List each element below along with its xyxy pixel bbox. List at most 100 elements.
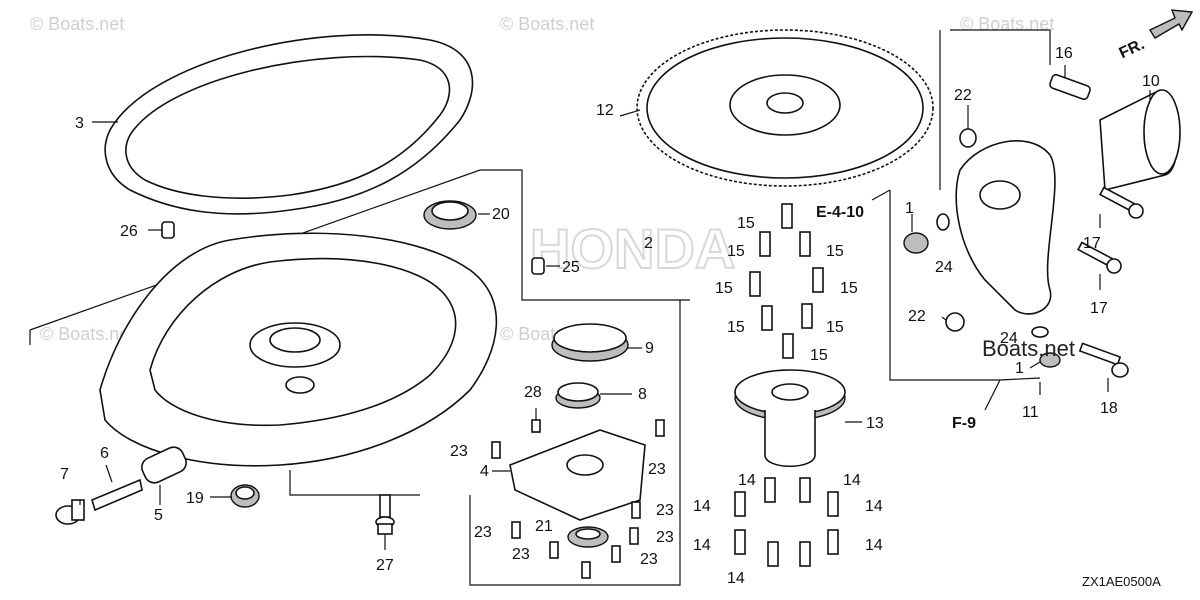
callout-27: 27 [376,557,394,574]
bolt-18 [1078,342,1129,378]
brand-watermark: HONDA [530,217,735,280]
diagram-code: ZX1AE0500A [1082,574,1161,589]
watermark-top-right: © Boats.net [960,14,1054,34]
callout-22: 22 [954,87,972,104]
callout-8: 8 [638,386,647,403]
filter-base-part [955,140,1056,315]
arrow-right-icon [1148,9,1194,39]
direction-label: FR. [1117,36,1148,62]
callout-1: 1 [905,200,914,217]
callout-3: 3 [75,115,84,132]
callout-12: 12 [596,102,614,119]
pump-box [469,300,681,586]
reference-f-9: F-9 [952,415,976,432]
callout-16: 16 [1055,45,1073,62]
plug-1-top [903,232,929,254]
seal-21-part [567,526,609,548]
filter-box-top [950,29,1051,65]
callout-14: 14 [865,498,883,515]
bolt-17-top [1099,186,1144,219]
callout-15: 15 [826,319,844,336]
case-box-top [29,169,690,331]
callout-14: 14 [693,537,711,554]
callout-11: 11 [1022,404,1039,421]
watermark-mid-left: © Boats.net [40,324,134,344]
callout-15: 15 [715,280,733,297]
dowel-pin-25 [531,257,545,275]
inner-rotor-part [555,382,601,409]
gasket-part [104,34,474,215]
callout-21: 21 [535,518,553,535]
callout-18: 18 [1100,400,1118,417]
callout-14: 14 [727,570,745,587]
callout-15: 15 [727,319,745,336]
watermark-top-center: © Boats.net [500,14,594,34]
front-direction-indicator: FR. [1117,9,1194,62]
callout-24: 24 [1000,330,1018,347]
reference-e-4-10: E-4-10 [816,204,864,221]
callout-25: 25 [562,259,580,276]
callout-10: 10 [1142,73,1160,90]
callout-14: 14 [738,472,756,489]
callout-23: 23 [640,551,658,568]
oil-seal-part [423,200,477,230]
callout-17: 17 [1090,300,1108,317]
dowel-pin-26 [161,221,175,239]
pump-screws-23 [491,419,665,579]
flywheel-part [636,29,934,187]
callout-17: 17 [1083,235,1101,252]
callout-22: 22 [908,308,926,325]
callout-1: 1 [1015,360,1024,377]
callout-23: 23 [648,461,666,478]
callout-26: 26 [120,223,138,240]
filter-box-left [889,190,1041,381]
case-box-bottom [289,470,420,496]
callout-2: 2 [644,235,653,252]
callout-23: 23 [474,524,492,541]
coupler-part [734,369,846,467]
pump-cover-part [509,429,646,521]
callout-15: 15 [727,243,745,260]
o-ring-22-top [959,128,977,148]
callout-23: 23 [450,443,468,460]
callouts: 1 1 2 3 4 5 6 7 8 9 10 11 12 13 14 14 14… [60,45,1160,587]
callout-5: 5 [154,507,163,524]
washer-24-top [936,213,950,231]
drain-plug-part [230,484,260,508]
oil-filter-part [1099,89,1181,192]
plug-1-bottom [1039,352,1061,368]
leader-lines [79,65,1151,550]
callout-15: 15 [810,347,828,364]
bolt-17-bottom [1077,241,1122,274]
callout-13: 13 [866,415,884,432]
o-ring-22-bottom [945,312,965,332]
callout-14: 14 [843,472,861,489]
bolt-27 [375,494,395,535]
callout-19: 19 [186,490,204,507]
watermark-overlay: Boats.net [982,336,1075,361]
callout-9: 9 [645,340,654,357]
callout-23: 23 [656,529,674,546]
callout-6: 6 [100,445,109,462]
callout-15: 15 [826,243,844,260]
callout-20: 20 [492,206,510,223]
callout-14: 14 [693,498,711,515]
flywheel-bolts-15 [749,203,824,359]
callout-23: 23 [512,546,530,563]
callout-4: 4 [480,463,489,480]
washer-24-bottom [1031,326,1049,338]
callout-28: 28 [524,384,542,401]
outer-rotor-part [551,323,629,362]
callout-15: 15 [737,215,755,232]
callout-24: 24 [935,259,953,276]
callout-7: 7 [60,466,69,483]
case-part [99,232,498,467]
callout-23: 23 [656,502,674,519]
filter-stud-part [1049,73,1091,101]
pin-28 [531,419,541,433]
callout-14: 14 [865,537,883,554]
coupler-bolts-14 [734,477,839,567]
watermark-top-left: © Boats.net [30,14,124,34]
callout-15: 15 [840,280,858,297]
